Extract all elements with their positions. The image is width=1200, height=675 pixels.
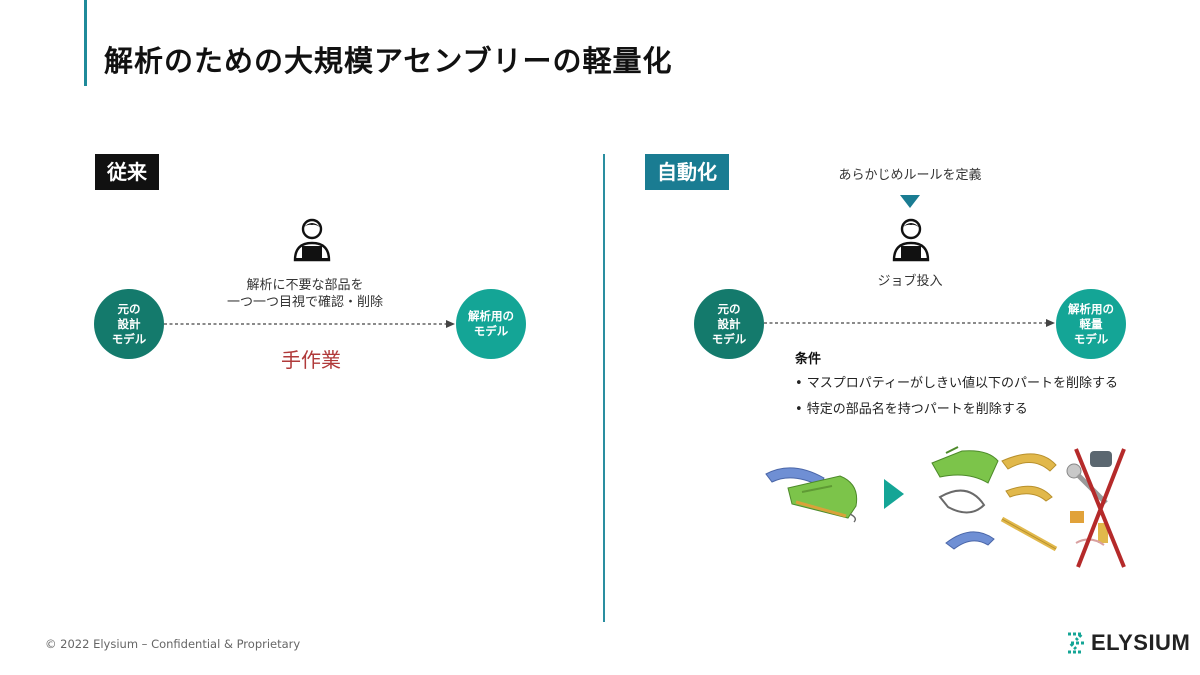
target-model-circle: 解析用の 軽量 モデル [1056, 289, 1126, 359]
source-model-circle: 元の 設計 モデル [94, 289, 164, 359]
assembly-parts-image [928, 445, 1136, 575]
manual-work-label: 手作業 [281, 348, 341, 372]
source-model-label: モデル [111, 331, 147, 346]
slide-title: 解析のための大規模アセンブリーの軽量化 [104, 44, 673, 78]
condition-item: • 特定の部品名を持つパートを削除する [795, 402, 1028, 417]
target-model-label: モデル [473, 324, 509, 338]
person-at-laptop-icon [292, 218, 332, 262]
target-model-label: 解析用の [468, 309, 514, 323]
elysium-logo-icon [1066, 632, 1086, 654]
manual-description-line: 一つ一つ目視で確認・削除 [226, 295, 383, 310]
source-model-circle: 元の 設計 モデル [694, 289, 764, 359]
assembly-before-image [762, 462, 868, 528]
down-arrow-icon [900, 195, 920, 208]
source-model-label: 元の [117, 301, 141, 316]
section-divider [603, 154, 605, 622]
tag-conventional: 従来 [95, 154, 159, 190]
source-model-label: 設計 [717, 316, 741, 331]
source-model-label: 設計 [117, 316, 141, 331]
person-at-laptop-icon [891, 218, 931, 262]
target-model-label: 軽量 [1079, 316, 1103, 331]
elysium-logo-text: ELYSIUM [1091, 630, 1191, 655]
source-model-label: モデル [711, 331, 747, 346]
target-model-label: 解析用の [1068, 301, 1114, 316]
tag-automation: 自動化 [645, 154, 729, 190]
rule-definition-label: あらかじめルールを定義 [838, 168, 982, 183]
target-model-label: モデル [1073, 331, 1109, 346]
job-submit-label: ジョブ投入 [877, 274, 943, 289]
elysium-logo: ELYSIUM [1066, 628, 1190, 658]
conditions-title: 条件 [795, 352, 822, 367]
title-accent-bar [84, 0, 87, 86]
play-arrow-icon [884, 479, 904, 509]
flow-arrow [164, 319, 456, 329]
copyright-text: © 2022 Elysium – Confidential & Propriet… [45, 637, 301, 651]
flow-arrow [764, 318, 1056, 328]
target-model-circle: 解析用の モデル [456, 289, 526, 359]
manual-description-line: 解析に不要な部品を [246, 278, 364, 293]
manual-description: 解析に不要な部品を 一つ一つ目視で確認・削除 [212, 277, 398, 311]
condition-item: • マスプロパティーがしきい値以下のパートを削除する [795, 376, 1119, 391]
source-model-label: 元の [717, 301, 741, 316]
